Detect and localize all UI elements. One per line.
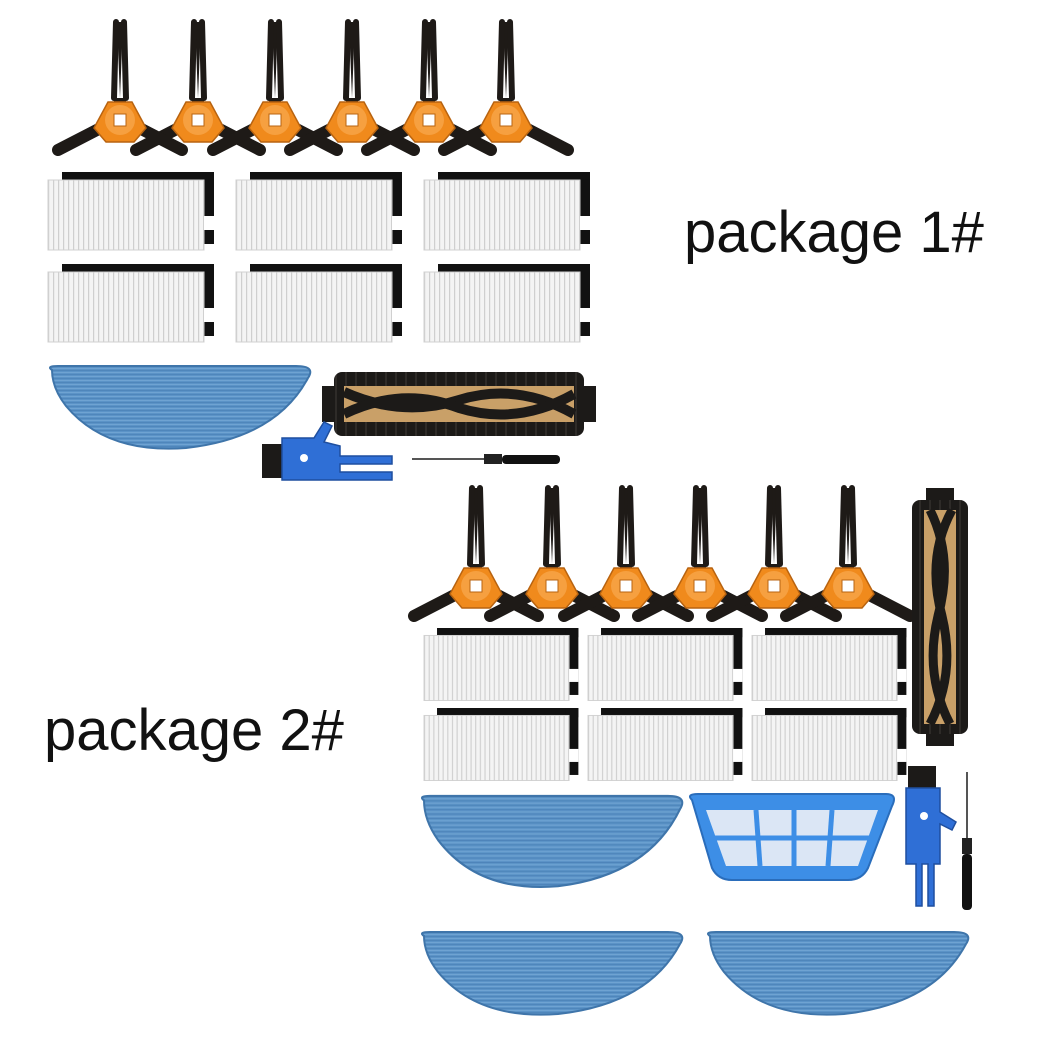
package-2-filters [423,627,907,782]
hepa-filter [587,627,743,702]
hepa-filter [235,171,403,251]
cleaning-tool [905,766,957,907]
mop-pad [49,365,312,450]
primary-filter [689,793,895,881]
package-2-label: package 2# [44,698,344,763]
hepa-filter [235,263,403,343]
hepa-filter [423,707,579,782]
package-1-contents [47,22,596,481]
hepa-filter [587,707,743,782]
hepa-filter [751,627,907,702]
hepa-filter [423,171,591,251]
package-2-contents [414,488,972,1016]
screwdriver [962,772,972,910]
hepa-filter [423,263,591,343]
main-roller-brush [912,488,968,746]
main-roller-brush [322,372,596,436]
screwdriver [412,454,560,464]
hepa-filter [47,263,215,343]
hepa-filter [423,627,579,702]
package-1-label: package 1# [684,200,984,265]
package-1-side-brushes [58,22,568,150]
mop-pad [707,931,970,1016]
package-2-side-brushes [414,488,910,616]
hepa-filter [751,707,907,782]
mop-pad [421,931,684,1016]
cleaning-tool [262,421,393,481]
hepa-filter [47,171,215,251]
mop-pad [420,794,684,889]
package-1-filters [47,171,591,343]
